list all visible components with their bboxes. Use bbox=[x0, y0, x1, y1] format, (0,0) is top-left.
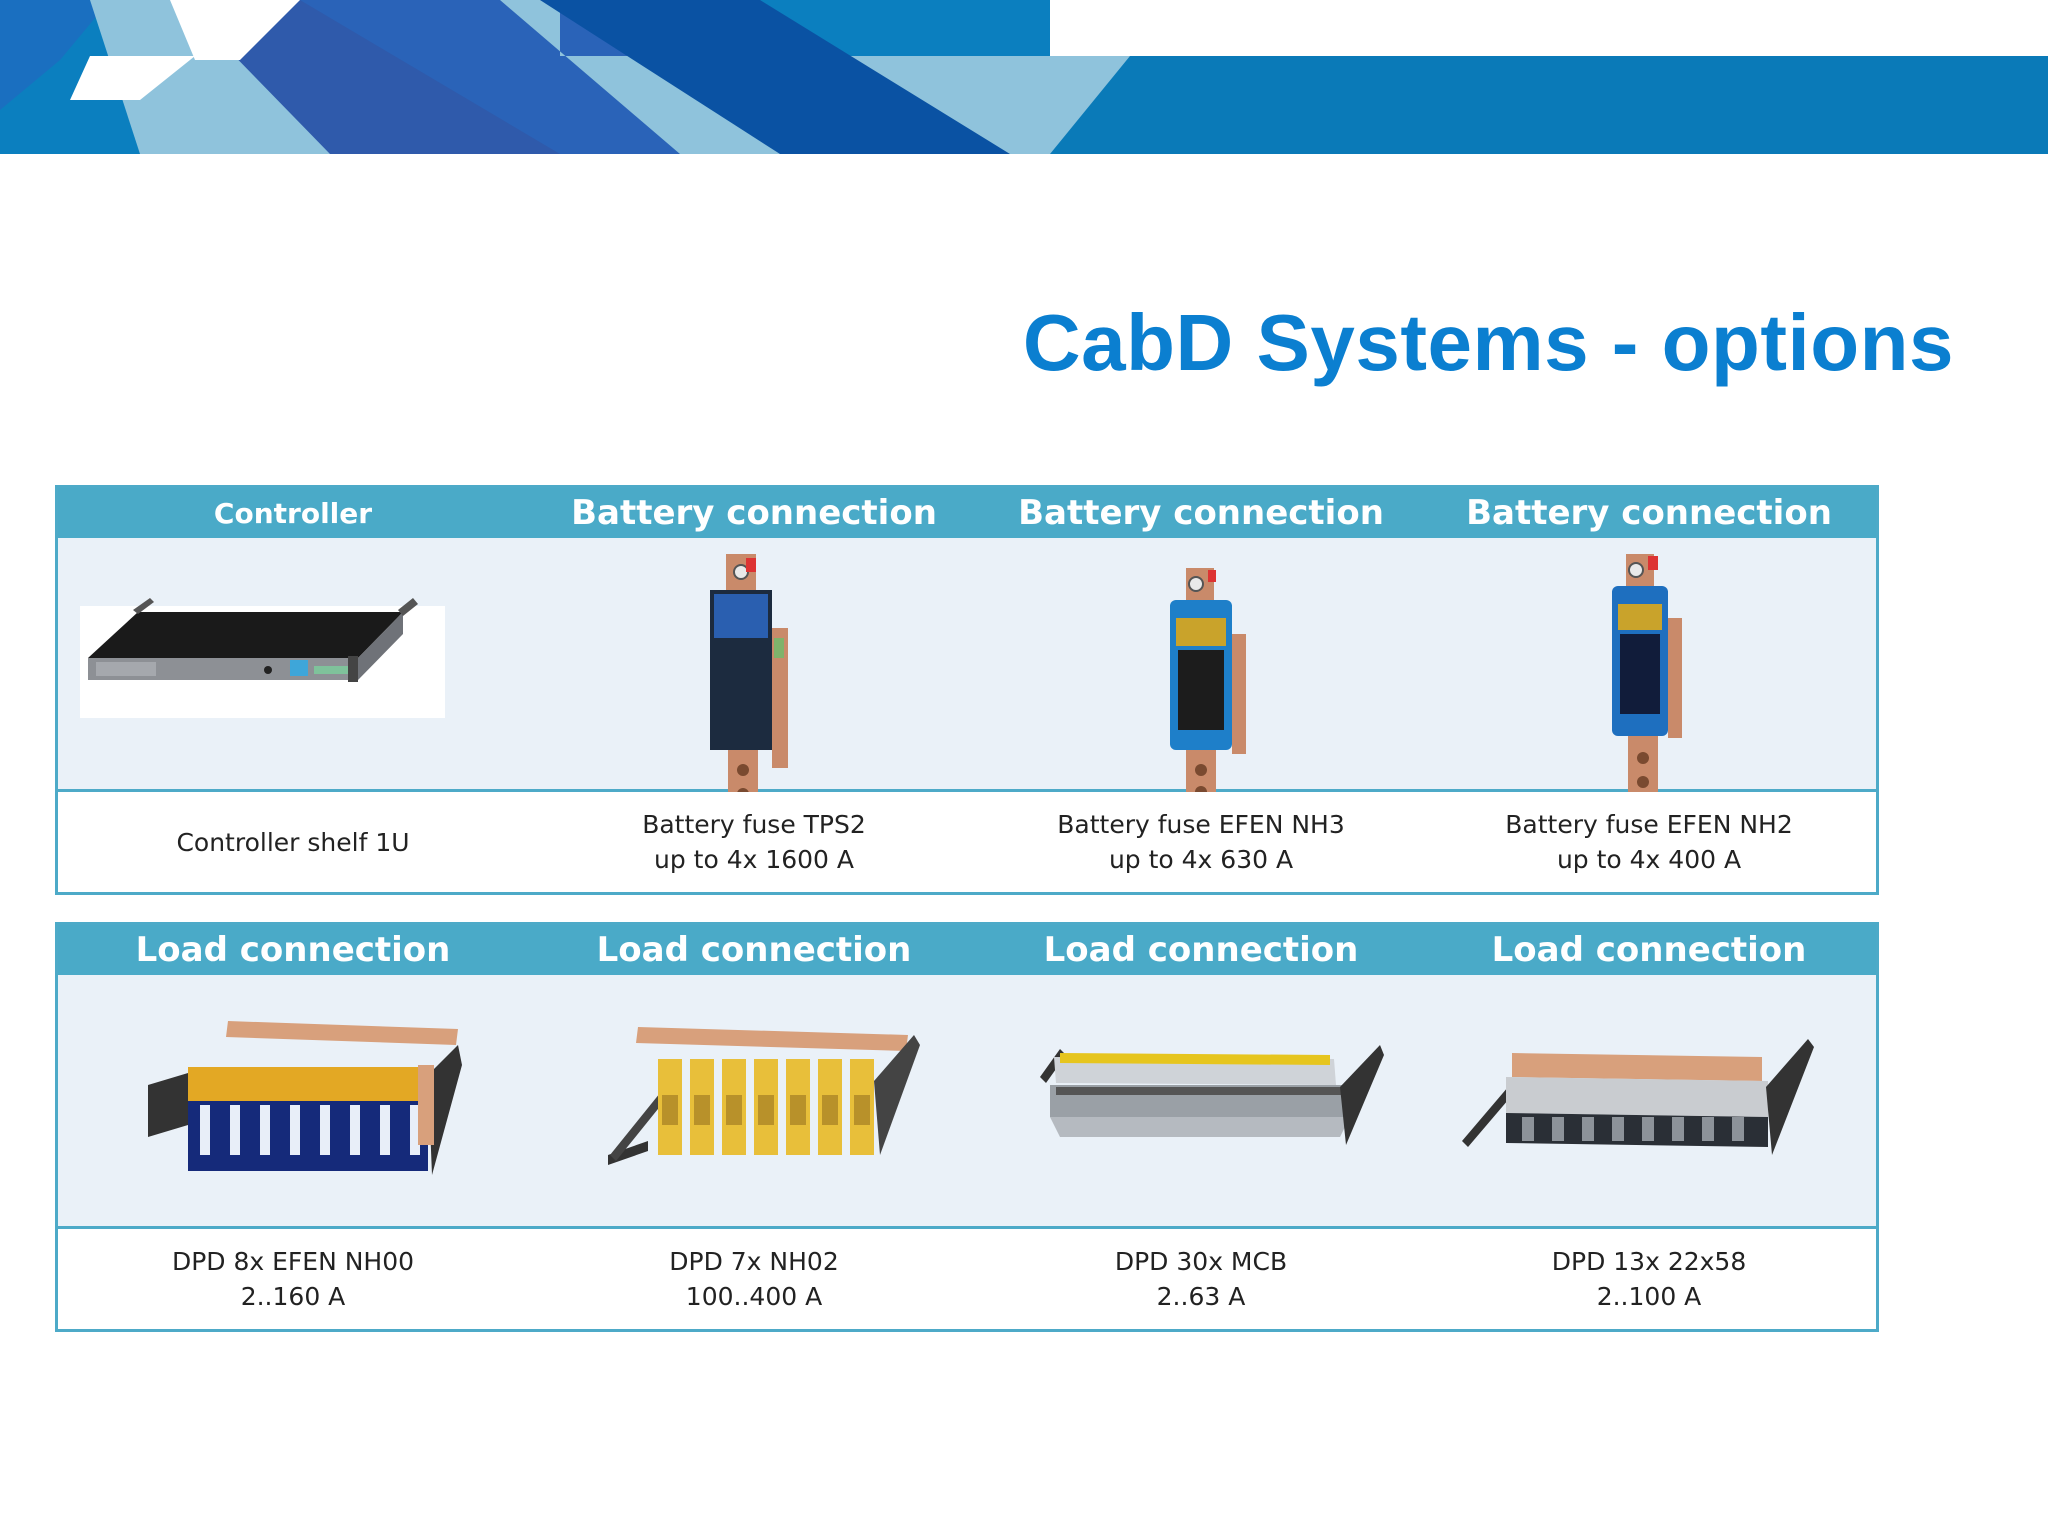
page-title: CabD Systems - options bbox=[1022, 298, 1954, 387]
caption-line-2: up to 4x 400 A bbox=[1556, 845, 1742, 874]
header-load-connection-2: Load connection bbox=[596, 930, 912, 970]
caption-dpd-22x58: DPD 13x 22x58 2..100 A bbox=[1422, 1229, 1876, 1329]
table-image-row bbox=[58, 975, 1876, 1229]
caption-line-2: 2..63 A bbox=[1156, 1282, 1246, 1311]
dpd-22x58-image bbox=[1422, 975, 1876, 1226]
header-battery-connection-1: Battery connection bbox=[571, 493, 937, 533]
caption-dpd-nh02: DPD 7x NH02 100..400 A bbox=[528, 1229, 980, 1329]
caption-line-2: 2..100 A bbox=[1596, 1282, 1702, 1311]
caption-line-2: up to 4x 1600 A bbox=[653, 845, 855, 874]
options-table-battery: Controller Battery connection Battery co… bbox=[55, 485, 1879, 895]
header-load-connection-1: Load connection bbox=[135, 930, 451, 970]
banner-graphic bbox=[0, 0, 2048, 154]
battery-fuse-tps2-image bbox=[528, 538, 980, 792]
caption-dpd-mcb: DPD 30x MCB 2..63 A bbox=[980, 1229, 1422, 1329]
caption-line-1: Battery fuse EFEN NH3 bbox=[1057, 810, 1345, 839]
header-load-connection-4: Load connection bbox=[1491, 930, 1807, 970]
caption-dpd-efen-nh00: DPD 8x EFEN NH00 2..160 A bbox=[58, 1229, 528, 1329]
caption-line-1: DPD 30x MCB bbox=[1114, 1247, 1288, 1276]
caption-line-1: DPD 13x 22x58 bbox=[1551, 1247, 1747, 1276]
caption-line-2: up to 4x 630 A bbox=[1108, 845, 1294, 874]
table-image-row bbox=[58, 538, 1876, 792]
table-header-row: Controller Battery connection Battery co… bbox=[58, 488, 1876, 538]
table-caption-row: DPD 8x EFEN NH00 2..160 A DPD 7x NH02 10… bbox=[58, 1229, 1876, 1329]
dpd-efen-nh00-image bbox=[58, 975, 528, 1226]
header-banner bbox=[0, 0, 2048, 154]
caption-line-1: Controller shelf 1U bbox=[176, 827, 410, 857]
caption-line-1: DPD 7x NH02 bbox=[669, 1247, 839, 1276]
caption-line-2: 2..160 A bbox=[240, 1282, 346, 1311]
header-battery-connection-3: Battery connection bbox=[1466, 493, 1832, 533]
caption-line-2: 100..400 A bbox=[685, 1282, 823, 1311]
battery-fuse-nh3-image bbox=[980, 538, 1422, 792]
battery-fuse-nh2-image bbox=[1422, 538, 1876, 792]
header-controller: Controller bbox=[213, 496, 373, 530]
caption-battery-fuse-nh2: Battery fuse EFEN NH2 up to 4x 400 A bbox=[1422, 792, 1876, 892]
dpd-mcb-image bbox=[980, 975, 1422, 1226]
header-load-connection-3: Load connection bbox=[1043, 930, 1359, 970]
caption-controller-shelf: Controller shelf 1U bbox=[58, 792, 528, 892]
controller-shelf-image bbox=[58, 538, 528, 789]
options-table-load: Load connection Load connection Load con… bbox=[55, 922, 1879, 1332]
caption-line-1: Battery fuse TPS2 bbox=[642, 810, 866, 839]
table-header-row: Load connection Load connection Load con… bbox=[58, 925, 1876, 975]
caption-line-1: Battery fuse EFEN NH2 bbox=[1505, 810, 1793, 839]
caption-battery-fuse-tps2: Battery fuse TPS2 up to 4x 1600 A bbox=[528, 792, 980, 892]
caption-battery-fuse-nh3: Battery fuse EFEN NH3 up to 4x 630 A bbox=[980, 792, 1422, 892]
dpd-nh02-image bbox=[528, 975, 980, 1226]
caption-line-1: DPD 8x EFEN NH00 bbox=[171, 1247, 415, 1276]
header-battery-connection-2: Battery connection bbox=[1018, 493, 1384, 533]
table-caption-row: Controller shelf 1U Battery fuse TPS2 up… bbox=[58, 792, 1876, 892]
